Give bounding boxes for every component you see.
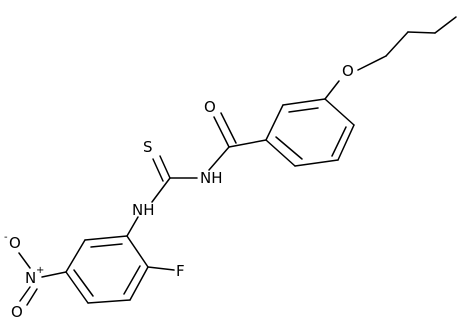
bond — [228, 139, 267, 148]
bond — [123, 265, 141, 295]
aryl-nh-label: NH — [132, 201, 155, 219]
bond — [41, 271, 67, 278]
bonds — [18, 16, 457, 306]
bond — [288, 107, 319, 113]
bond — [385, 31, 409, 57]
bond — [407, 31, 436, 34]
sulfur-label: S — [143, 138, 153, 156]
bond — [357, 55, 387, 71]
bond — [129, 266, 149, 301]
bond — [151, 177, 171, 203]
bond — [126, 235, 149, 268]
bond — [337, 124, 355, 161]
bond — [324, 98, 355, 126]
bond — [331, 126, 347, 157]
ether-oxygen-label: O — [342, 62, 354, 80]
bond — [18, 252, 31, 269]
nitro-nitrogen-charge: + — [36, 265, 44, 276]
bond — [126, 216, 139, 237]
bond — [19, 286, 31, 302]
nitro-oxygen-bottom-label: O — [11, 303, 23, 321]
bond — [294, 159, 339, 167]
nitro-nitrogen-label: N — [25, 269, 36, 287]
bond — [434, 16, 457, 34]
bond — [26, 288, 38, 306]
atom-labels: O O S NH NH F N + O - O — [4, 62, 354, 321]
bond — [265, 139, 296, 167]
bond — [87, 299, 131, 304]
bond — [84, 235, 128, 241]
nitro-oxygen-top-label: O — [9, 234, 21, 252]
bond — [159, 155, 171, 179]
bond — [282, 98, 326, 106]
bond — [152, 158, 164, 182]
bond — [275, 136, 303, 160]
nitro-oxygen-top-charge: - — [4, 232, 8, 243]
bond — [90, 243, 123, 248]
carbonyl-oxygen-label: O — [204, 98, 216, 116]
bond — [220, 112, 237, 144]
bond — [208, 146, 230, 171]
bond — [73, 269, 94, 297]
bond — [65, 239, 86, 273]
bond — [65, 271, 89, 304]
bond — [147, 266, 175, 271]
fluorine-label: F — [176, 262, 185, 280]
bond — [265, 104, 284, 141]
bond — [213, 116, 230, 148]
amide-nh-label: NH — [200, 169, 223, 187]
bond — [324, 80, 340, 100]
